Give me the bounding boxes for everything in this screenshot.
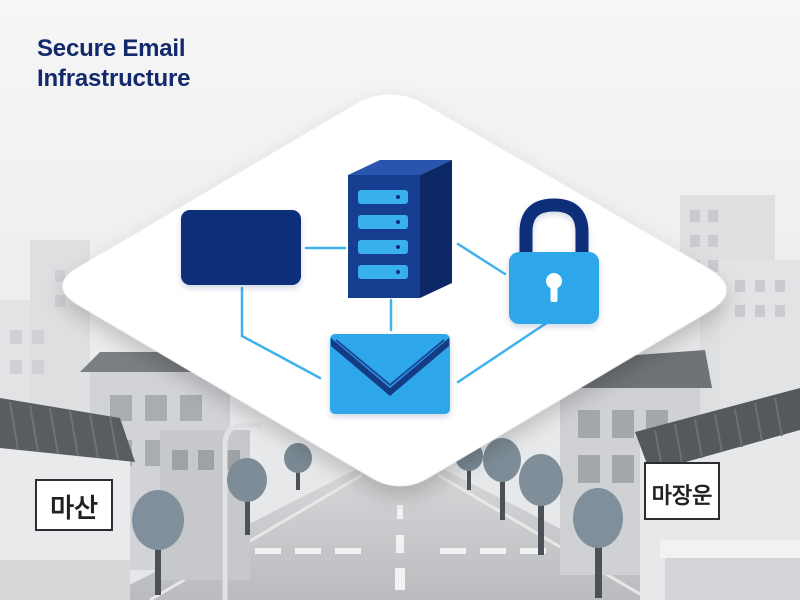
card-icon — [181, 210, 301, 285]
street-lamp — [222, 422, 262, 600]
left-shop-sign: 마산 — [35, 479, 113, 531]
road-markings — [255, 505, 546, 590]
lock-icon — [509, 198, 599, 324]
distant-building-windows-left — [10, 270, 65, 374]
title-line-2: Infrastructure — [37, 65, 191, 92]
server-icon — [348, 160, 452, 298]
trees — [132, 438, 623, 598]
server-drive-slots — [358, 190, 408, 279]
network-connectors — [240, 242, 550, 384]
title-line-1: Secure Email — [37, 35, 186, 62]
tree — [573, 488, 623, 598]
tree — [227, 458, 267, 535]
tree — [132, 490, 184, 595]
tree — [284, 443, 312, 490]
keyhole — [546, 273, 562, 302]
envelope-icon — [330, 334, 450, 414]
right-sign-text: 마장운 — [652, 484, 713, 509]
page-title: Secure Email Infrastructure — [37, 34, 190, 94]
left-sign-text: 마산 — [50, 494, 98, 524]
tree — [519, 454, 563, 555]
server-led-dots — [396, 195, 400, 274]
right-shop-sign: 마장운 — [644, 462, 720, 520]
tree — [483, 438, 521, 520]
